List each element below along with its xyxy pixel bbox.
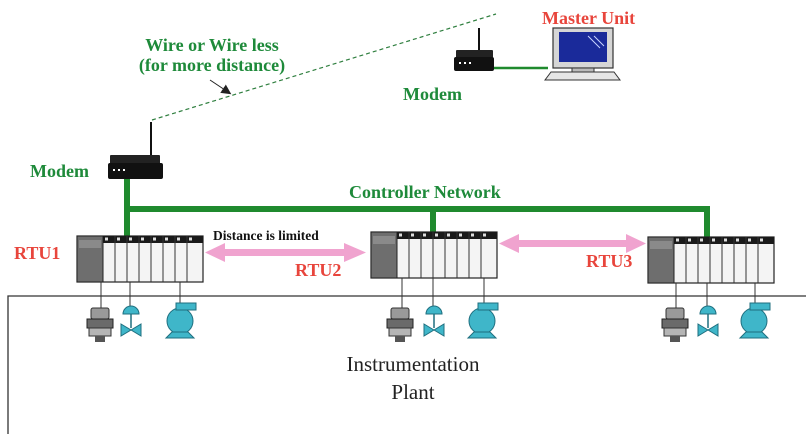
wireless-pointer-arrow [209, 79, 232, 95]
rtu1-rack [76, 235, 204, 283]
flow-transmitter-icon [86, 307, 114, 343]
rtu3-rack [647, 236, 775, 284]
rtu2-rack [370, 231, 498, 279]
modem-left-label: Modem [30, 161, 89, 181]
control-valve-icon [697, 305, 719, 337]
control-valve-icon [423, 305, 445, 337]
plant-label-line1: Instrumentation [346, 352, 480, 376]
wire-label-line2: (for more distance) [138, 55, 286, 75]
rtu1-label: RTU1 [14, 243, 61, 263]
rtu2-label: RTU2 [295, 260, 342, 280]
pump-icon [467, 302, 499, 339]
modem-top-label: Modem [403, 84, 462, 104]
plant-boundary [7, 295, 806, 434]
controller-network-line [124, 178, 710, 240]
master-unit-label: Master Unit [542, 8, 636, 28]
wireless-link [151, 13, 497, 121]
field-wiring [100, 278, 756, 310]
pump-icon [165, 302, 197, 339]
wire-label-line1: Wire or Wire less [145, 35, 279, 55]
modem-icon [454, 28, 494, 71]
pump-icon [739, 302, 771, 339]
rtu3-label: RTU3 [586, 251, 633, 271]
plant-label-line2: Plant [391, 380, 435, 404]
flow-transmitter-icon [661, 307, 689, 343]
desktop-computer-icon [544, 27, 621, 81]
modem-icon [108, 122, 163, 179]
flow-transmitter-icon [386, 307, 414, 343]
control-valve-icon [120, 305, 142, 337]
distance-limited-arrow [205, 243, 366, 262]
rtu2-rtu3-link-arrow [499, 234, 646, 253]
distance-limited-label: Distance is limited [213, 228, 319, 243]
controller-network-label: Controller Network [349, 182, 501, 202]
